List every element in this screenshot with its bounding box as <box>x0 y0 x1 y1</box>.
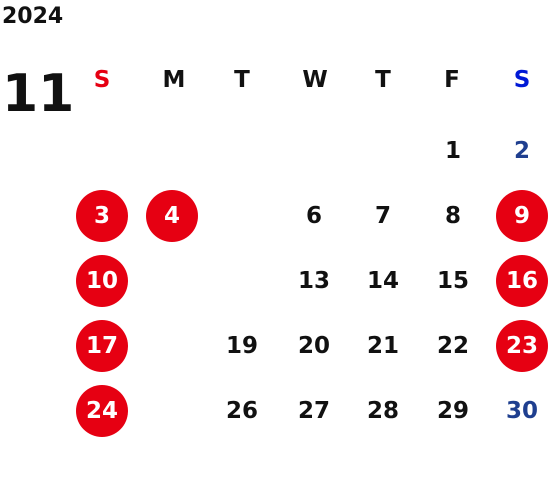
day-cell[interactable]: 15 <box>427 255 479 307</box>
day-cell-holiday[interactable]: 4 <box>146 190 198 242</box>
day-number: 29 <box>436 397 469 424</box>
weekday-friday: F <box>444 66 460 93</box>
day-number: 21 <box>366 332 399 359</box>
day-number: 5 <box>233 202 250 229</box>
day-cell-holiday[interactable]: 24 <box>76 385 128 437</box>
month-label: 11 <box>2 64 75 124</box>
day-number: 30 <box>505 397 538 424</box>
day-number: 25 <box>155 397 188 424</box>
day-cell[interactable]: 21 <box>357 320 409 372</box>
day-number: 10 <box>85 267 118 294</box>
day-cell-holiday[interactable]: 10 <box>76 255 128 307</box>
day-cell-saturday[interactable]: 2 <box>496 125 548 177</box>
day-cell[interactable]: 1 <box>427 125 479 177</box>
day-cell-holiday[interactable]: 3 <box>76 190 128 242</box>
day-number: 2 <box>513 137 530 164</box>
day-number: 7 <box>374 202 391 229</box>
day-number: 14 <box>366 267 399 294</box>
day-number: 13 <box>297 267 330 294</box>
day-number: 28 <box>366 397 399 424</box>
weekday-monday: M <box>162 66 186 93</box>
day-cell-event[interactable]: 11 <box>146 255 198 307</box>
day-number: 6 <box>305 202 322 229</box>
day-cell[interactable]: 6 <box>288 190 340 242</box>
day-number: 4 <box>163 202 180 229</box>
day-number: 17 <box>85 332 118 359</box>
day-cell-event[interactable]: 18 <box>146 320 198 372</box>
day-cell[interactable]: 27 <box>288 385 340 437</box>
day-cell-event[interactable]: 12 <box>216 255 268 307</box>
day-number: 20 <box>297 332 330 359</box>
day-cell[interactable]: 22 <box>427 320 479 372</box>
day-cell-holiday[interactable]: 9 <box>496 190 548 242</box>
day-cell[interactable]: 7 <box>357 190 409 242</box>
day-number: 3 <box>93 202 110 229</box>
day-cell-holiday[interactable]: 23 <box>496 320 548 372</box>
day-cell[interactable]: 8 <box>427 190 479 242</box>
day-number: 22 <box>436 332 469 359</box>
day-cell-event[interactable]: 5 <box>216 190 268 242</box>
day-number: 9 <box>513 202 530 229</box>
day-number: 12 <box>225 267 258 294</box>
year-label: 2024 <box>2 4 64 29</box>
day-cell[interactable]: 20 <box>288 320 340 372</box>
weekday-thursday: T <box>375 66 391 93</box>
day-cell-saturday[interactable]: 30 <box>496 385 548 437</box>
day-cell-holiday[interactable]: 16 <box>496 255 548 307</box>
day-cell-holiday[interactable]: 17 <box>76 320 128 372</box>
day-number: 26 <box>225 397 258 424</box>
day-number: 8 <box>444 202 461 229</box>
day-cell-event[interactable]: 25 <box>146 385 198 437</box>
weekday-sunday: S <box>93 66 111 93</box>
day-number: 19 <box>225 332 258 359</box>
day-number: 1 <box>444 137 461 164</box>
day-number: 11 <box>155 267 188 294</box>
day-number: 23 <box>505 332 538 359</box>
day-number: 15 <box>436 267 469 294</box>
day-cell[interactable]: 13 <box>288 255 340 307</box>
day-cell[interactable]: 14 <box>357 255 409 307</box>
weekday-saturday: S <box>513 66 531 93</box>
weekday-wednesday: W <box>302 66 328 93</box>
day-number: 24 <box>85 397 118 424</box>
day-cell[interactable]: 28 <box>357 385 409 437</box>
day-number: 18 <box>155 332 188 359</box>
weekday-tuesday: T <box>234 66 250 93</box>
day-cell[interactable]: 19 <box>216 320 268 372</box>
day-number: 27 <box>297 397 330 424</box>
day-number: 16 <box>505 267 538 294</box>
day-cell[interactable]: 26 <box>216 385 268 437</box>
day-cell[interactable]: 29 <box>427 385 479 437</box>
